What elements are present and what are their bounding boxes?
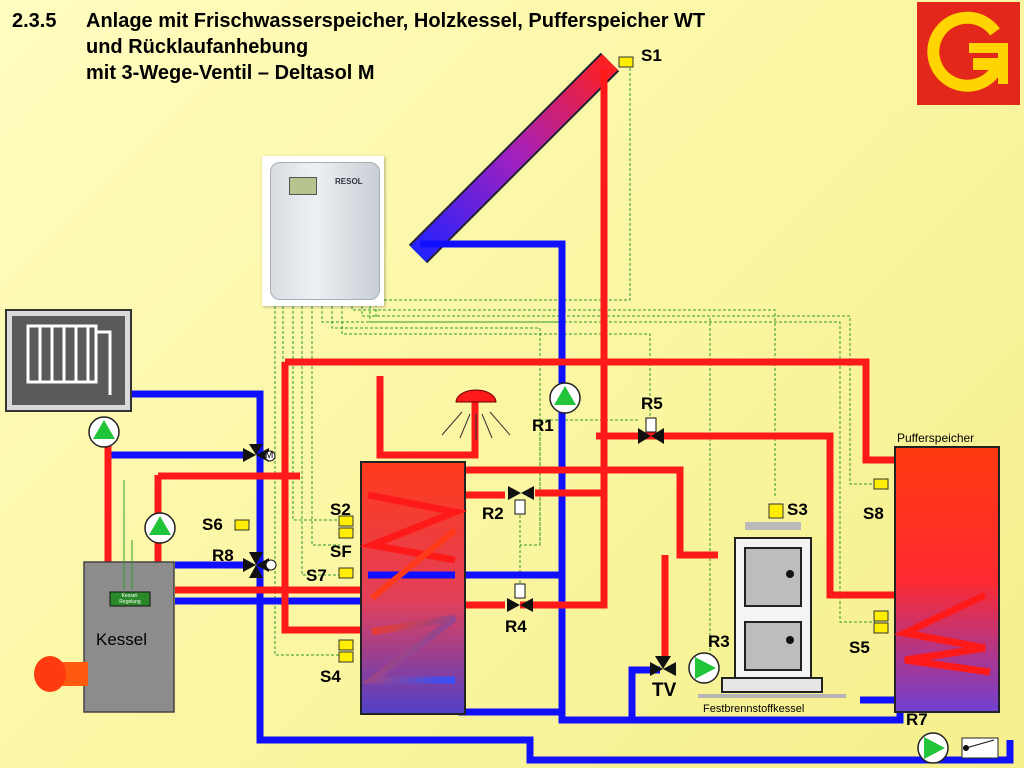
title-line-2: und Rücklaufanhebung (86, 36, 309, 58)
valve-icon (508, 486, 534, 515)
deltasol-controller: RESOL (262, 156, 384, 306)
mixing-valve-icon (243, 552, 277, 578)
label-sf: SF (330, 542, 352, 561)
label-s3: S3 (787, 500, 808, 519)
label-r1: R1 (532, 416, 554, 435)
controller-display (289, 177, 317, 195)
sensor-icon (234, 56, 889, 663)
label-s4: S4 (320, 667, 341, 686)
radiator-icon (26, 324, 112, 395)
cold-pipes (108, 240, 1014, 764)
label-r2: R2 (482, 504, 504, 523)
label-s1: S1 (641, 46, 662, 65)
solar-collector (408, 52, 620, 264)
title-line-1: Anlage mit Frischwasserspeicher, Holzkes… (86, 10, 706, 32)
label-r4: R4 (505, 617, 527, 636)
mixing-valve-icon (650, 656, 676, 676)
pufferspeicher-tank (893, 446, 1000, 713)
controller-body: RESOL (270, 162, 380, 300)
title-line-3: mit 3-Wege-Ventil – Deltasol M (86, 62, 375, 84)
label-s6: S6 (202, 515, 223, 534)
hot-pipes (104, 70, 895, 660)
festbrennstoffkessel (698, 522, 846, 698)
label-s8: S8 (863, 504, 884, 523)
shower-icon (441, 389, 511, 440)
radiator (5, 309, 132, 412)
valve-icon (507, 583, 533, 612)
valve-icon (638, 417, 664, 444)
controller-brand: RESOL (335, 177, 363, 186)
label-tv: TV (652, 680, 677, 701)
mixing-valve-icon (243, 444, 276, 462)
label-r3: R3 (708, 632, 730, 651)
logo-g-icon (927, 11, 1008, 92)
pump-icon (88, 416, 120, 448)
pump-icon (917, 732, 949, 764)
logo (917, 2, 1020, 105)
label-s5: S5 (849, 638, 870, 657)
pump-icon (549, 382, 581, 414)
valve-icon (961, 737, 999, 759)
label-s2: S2 (330, 500, 351, 519)
kessel-boiler (34, 561, 175, 713)
label-r5: R5 (641, 394, 663, 413)
kessel-regelung-label: Kessel-Regelung (119, 593, 141, 605)
festbrennstoffkessel-label: Festbrennstoffkessel (703, 703, 805, 715)
label-r7: R7 (906, 710, 928, 729)
pump-icon (144, 512, 176, 544)
label-s7: S7 (306, 566, 327, 585)
label-r8: R8 (212, 546, 234, 565)
pufferspeicher-label: Pufferspeicher (897, 431, 975, 445)
pump-icon (688, 652, 720, 684)
title-number: 2.3.5 (12, 10, 57, 32)
label-motor: M (265, 450, 274, 461)
frischwasserspeicher (359, 461, 468, 715)
kessel-label: Kessel (96, 630, 148, 649)
burner-icon (34, 656, 88, 692)
